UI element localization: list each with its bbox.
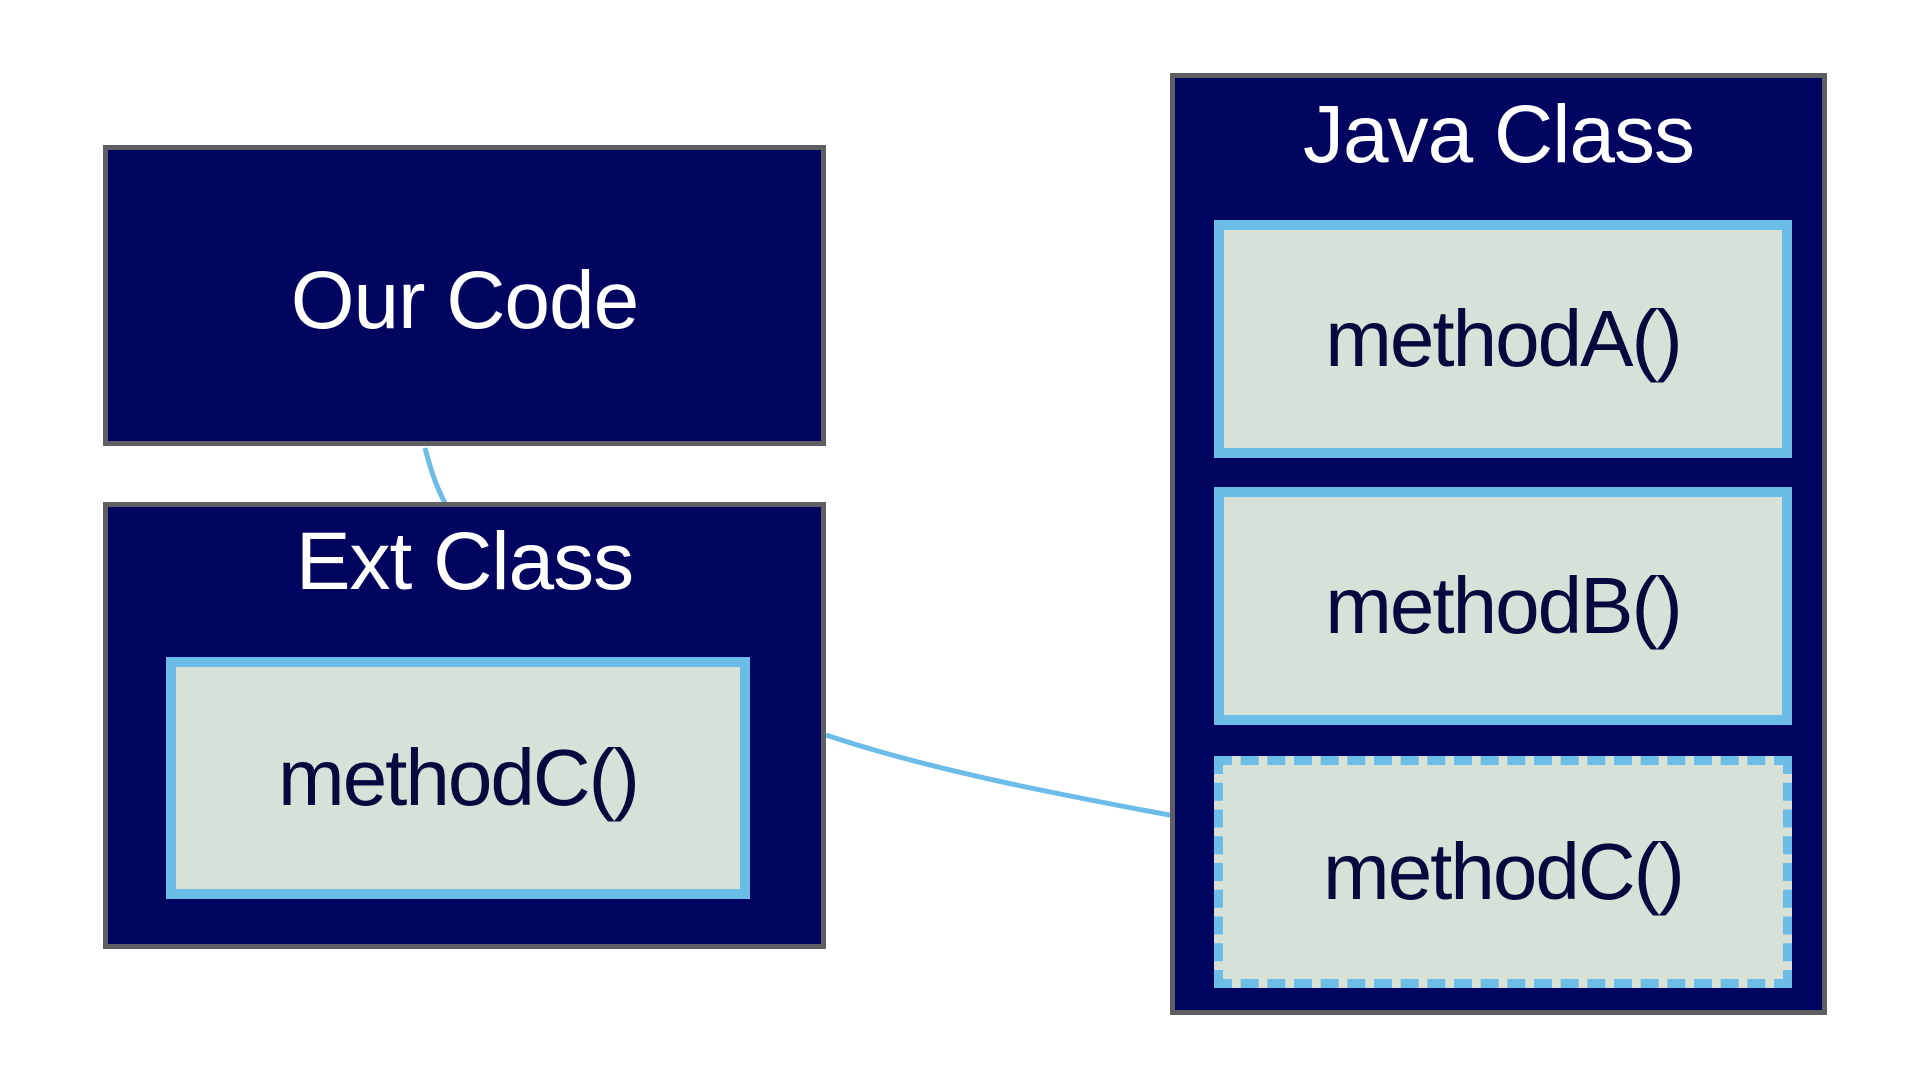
ext-class-title: Ext Class [295,516,634,607]
ext-class-to-java-method-c-arrow [825,732,1209,826]
java-class-title: Java Class [1302,89,1695,180]
java-class-method-c-overridden: methodC() [1214,756,1792,988]
java-class-method-a: methodA() [1214,220,1792,458]
ext-class-box: Ext Class methodC() [103,502,826,949]
java-class-box: Java Class methodA() methodB() methodC() [1170,73,1827,1015]
our-code-box: Our Code [103,145,826,446]
java-class-method-b: methodB() [1214,487,1792,725]
our-code-to-ext-class-connector [422,447,449,507]
our-code-title: Our Code [290,255,640,346]
ext-class-method-c: methodC() [166,657,750,899]
